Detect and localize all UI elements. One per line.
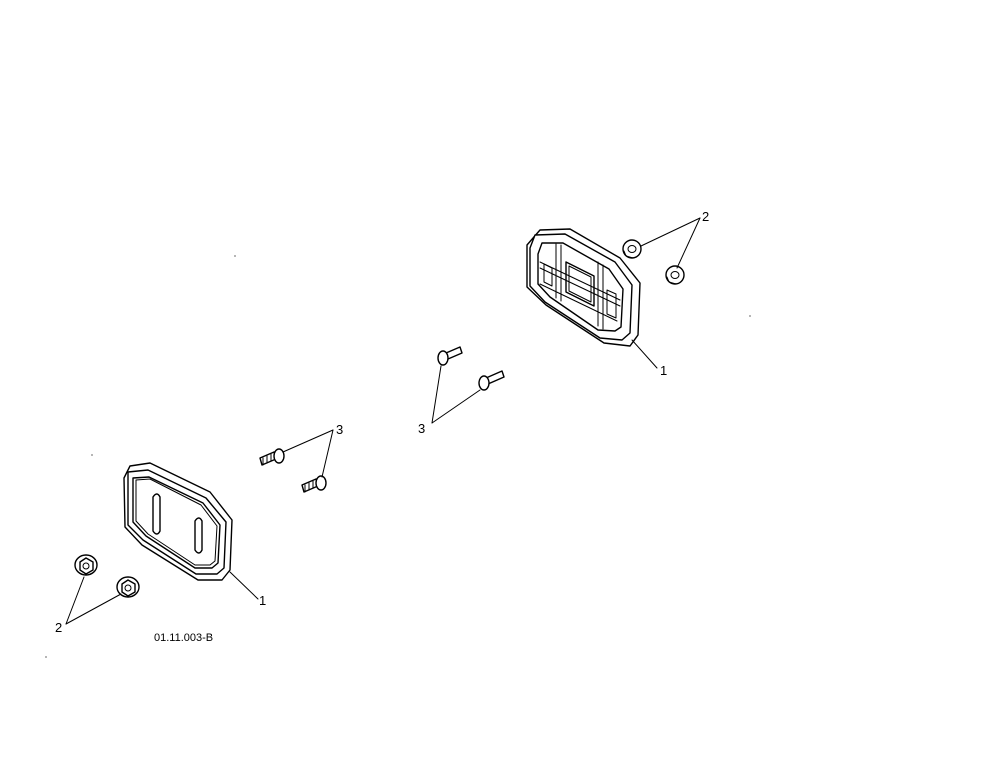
callout-2-left: 2: [55, 620, 62, 635]
speck: [234, 255, 236, 257]
callout-2-right: 2: [702, 209, 709, 224]
callout-3-left: 3: [336, 422, 343, 437]
callout-1-left: 1: [259, 593, 266, 608]
flange-nut-right-upper[interactable]: [622, 239, 642, 259]
slot-right: [194, 517, 203, 554]
carriage-bolt-right-upper[interactable]: [437, 346, 463, 366]
speck: [91, 454, 93, 456]
callout-1-right: 1: [660, 363, 667, 378]
carriage-bolt-left-lower[interactable]: [301, 475, 327, 493]
flange-nut-right-lower[interactable]: [665, 265, 685, 285]
skid-shoe-left[interactable]: [123, 462, 233, 581]
callout-3-right: 3: [418, 421, 425, 436]
carriage-bolt-left-upper[interactable]: [259, 448, 285, 466]
speck: [749, 315, 751, 317]
flange-nut-left-upper[interactable]: [74, 554, 98, 576]
speck: [45, 656, 47, 658]
skid-shoe-right[interactable]: [526, 228, 641, 347]
carriage-bolt-right-lower[interactable]: [478, 370, 505, 391]
figure-code: 01.11.003-B: [154, 632, 213, 644]
leader-lines: [65, 217, 701, 625]
flange-nut-left-lower[interactable]: [116, 576, 140, 598]
slot-left: [152, 493, 161, 535]
